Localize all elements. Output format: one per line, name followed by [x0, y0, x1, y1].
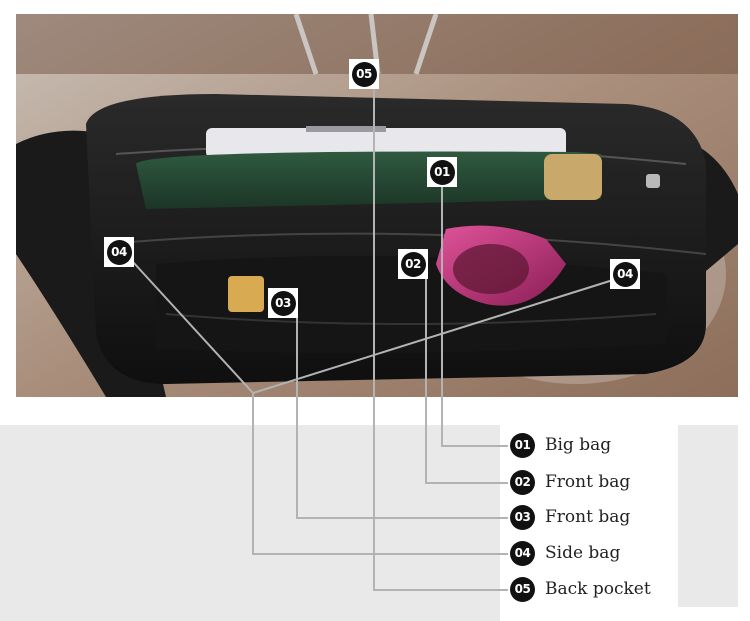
legend-02-number: 02: [510, 469, 535, 495]
badge-05-number: 05: [351, 61, 377, 87]
leader-line-01: [441, 182, 508, 447]
legend-02-label: Front bag: [545, 472, 631, 492]
legend-01-label: Big bag: [545, 435, 612, 455]
legend-03-label: Front bag: [545, 507, 631, 527]
legend-item-04: 04 Side bag: [510, 540, 620, 566]
bag-photo: [16, 14, 738, 397]
leader-line-03: [296, 315, 508, 519]
leader-line-02: [425, 276, 508, 484]
legend-05-number: 05: [510, 576, 535, 602]
right-panel: [678, 425, 738, 607]
badge-05: 05: [349, 59, 379, 89]
badge-04-right-number: 04: [612, 261, 638, 287]
badge-01: 01: [427, 157, 457, 187]
badge-03-number: 03: [270, 290, 296, 316]
legend-04-number: 04: [510, 540, 535, 566]
legend-04-label: Side bag: [545, 543, 621, 563]
legend-03-number: 03: [510, 504, 535, 530]
legend-01-number: 01: [510, 432, 535, 458]
badge-04-right: 04: [610, 259, 640, 289]
badge-02-number: 02: [400, 251, 426, 277]
badge-04-left-number: 04: [106, 239, 132, 265]
lower-zipper: [165, 313, 657, 325]
badge-04-left: 04: [104, 237, 134, 267]
leader-line-05: [373, 88, 508, 591]
legend-item-02: 02 Front bag: [510, 469, 630, 495]
legend-item-03: 03 Front bag: [510, 504, 630, 530]
zipper-pull: [646, 174, 660, 188]
notebook-clasp: [544, 154, 602, 200]
tablet: [206, 128, 566, 158]
leader-line-04-right: [252, 279, 614, 394]
lipstick-case: [228, 276, 264, 312]
green-notebook: [136, 151, 601, 209]
badge-02: 02: [398, 249, 428, 279]
left-panel: [0, 425, 500, 621]
badge-03: 03: [268, 288, 298, 318]
legend-item-01: 01 Big bag: [510, 432, 611, 458]
legend-item-05: 05 Back pocket: [510, 576, 651, 602]
sunglasses-lens: [453, 244, 529, 294]
middle-zipper: [105, 232, 707, 255]
tablet-edge: [306, 126, 386, 132]
leader-line-04: [132, 261, 508, 555]
badge-01-number: 01: [429, 159, 455, 185]
legend-05-label: Back pocket: [545, 579, 651, 599]
